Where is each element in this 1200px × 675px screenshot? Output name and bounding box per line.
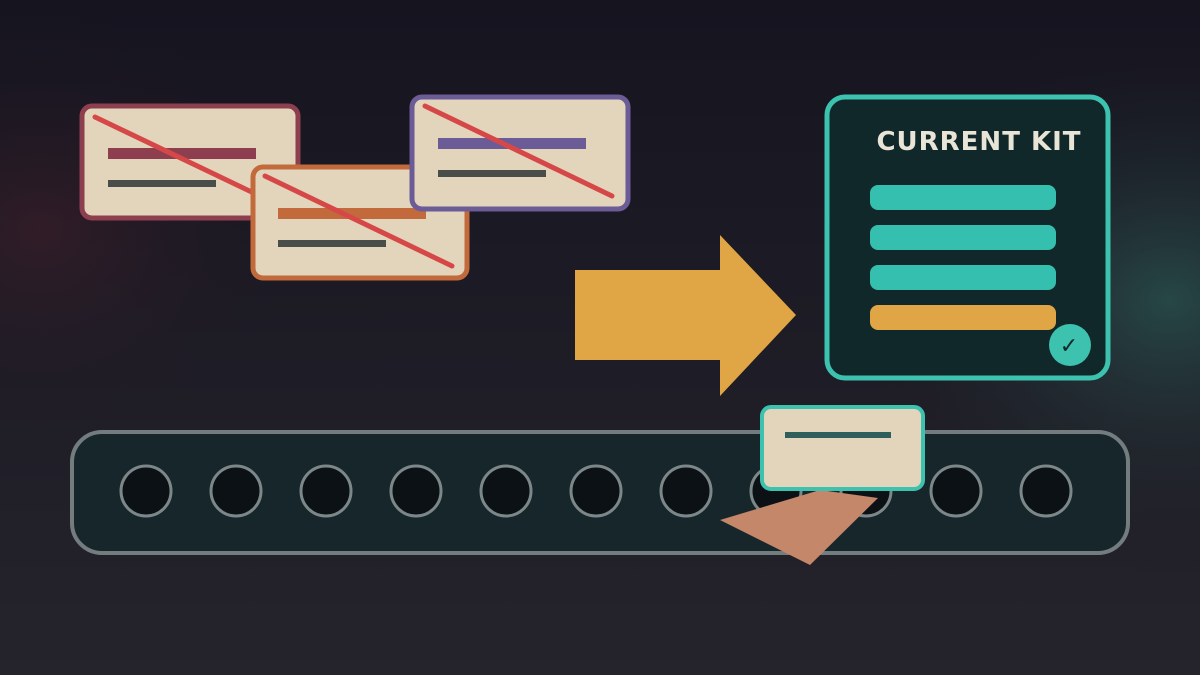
discarded-card-purple	[409, 94, 631, 212]
new-card-body	[760, 405, 925, 491]
kit-item-line-2	[870, 225, 1056, 250]
new-card-text-line	[785, 432, 891, 438]
conveyor-roller	[209, 464, 263, 518]
card-orange-heading-line	[278, 208, 426, 219]
conveyor-roller	[119, 464, 173, 518]
card-red-text-line	[108, 180, 216, 187]
kit-title: CURRENT KIT	[876, 127, 1081, 157]
kit-item-line-1	[870, 185, 1056, 210]
card-orange-border	[250, 164, 470, 281]
hand-icon	[720, 490, 878, 565]
kit-item-line-4	[870, 305, 1056, 330]
card-purple-heading-line	[438, 138, 586, 149]
card-purple-border	[409, 94, 631, 212]
discarded-card-red	[79, 103, 301, 221]
conveyor-roller	[659, 464, 713, 518]
kit-item-line-3	[870, 265, 1056, 290]
conveyor-roller	[299, 464, 353, 518]
conveyor-roller	[569, 464, 623, 518]
checkmark-badge	[1049, 324, 1091, 366]
conveyor-roller	[929, 464, 983, 518]
conveyor-roller	[1019, 464, 1073, 518]
checkmark-icon: ✓	[1060, 334, 1078, 359]
new-card	[760, 405, 925, 491]
card-purple-strike	[422, 103, 615, 199]
card-red-heading-line	[108, 148, 256, 159]
card-red-border	[79, 103, 301, 221]
right-arrow-icon	[575, 235, 796, 396]
current-kit-panel: CURRENT KIT ✓	[824, 94, 1111, 381]
conveyor-belt-icon	[70, 430, 1130, 555]
conveyor-roller	[389, 464, 443, 518]
conveyor-roller	[479, 464, 533, 518]
card-orange-text-line	[278, 240, 386, 247]
card-purple-text-line	[438, 170, 546, 177]
card-orange-strike	[262, 173, 455, 269]
